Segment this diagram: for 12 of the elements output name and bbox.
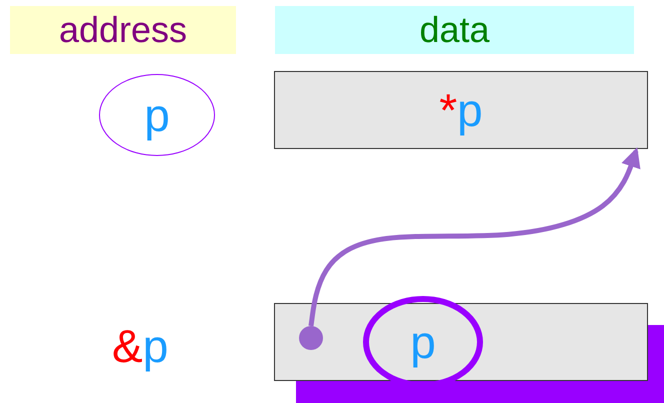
arrow	[308, 147, 640, 326]
variable-name: *p	[439, 87, 483, 133]
variable-name: p	[144, 92, 170, 138]
variable-name: data	[419, 12, 490, 48]
variable-name: address	[58, 12, 188, 48]
variable-name: p	[410, 319, 436, 365]
pointer-dot	[299, 326, 323, 350]
header-band	[10, 6, 236, 54]
address-of-label: &p	[112, 323, 168, 369]
header-band	[275, 6, 634, 54]
data-box	[274, 71, 648, 149]
variable-ellipse	[99, 74, 215, 156]
